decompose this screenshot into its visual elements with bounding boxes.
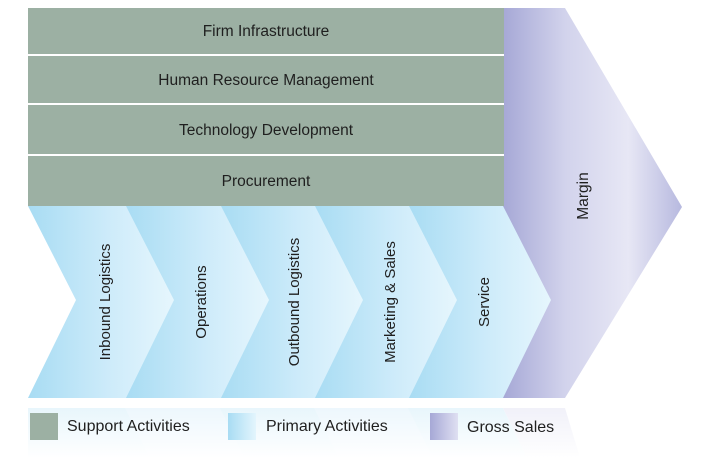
legend-swatch-primary — [228, 413, 256, 440]
margin-label: Margin — [575, 172, 592, 219]
support-activity-technology-development: Technology Development — [179, 122, 354, 139]
legend-label-primary: Primary Activities — [266, 418, 388, 435]
primary-chevron-marketing-sales — [314, 206, 457, 398]
primary-activity-operations: Operations — [193, 265, 210, 338]
primary-chevron-service — [408, 206, 551, 398]
support-activity-human-resource-management: Human Resource Management — [158, 72, 374, 89]
primary-activity-marketing-sales: Marketing & Sales — [382, 241, 399, 363]
support-activity-procurement: Procurement — [222, 173, 311, 190]
legend-label-support: Support Activities — [67, 418, 190, 435]
legend-label-gross-sales: Gross Sales — [467, 419, 554, 436]
primary-activity-outbound-logistics: Outbound Logistics — [286, 238, 303, 366]
primary-activity-service: Service — [476, 277, 493, 327]
primary-chevron-inbound-logistics — [28, 206, 174, 398]
primary-chevron-outbound-logistics — [220, 206, 363, 398]
support-activity-firm-infrastructure: Firm Infrastructure — [203, 23, 330, 40]
legend-swatch-support — [30, 413, 58, 440]
support-activities-block — [28, 8, 504, 206]
primary-chevron-operations — [125, 206, 269, 398]
primary-activity-inbound-logistics: Inbound Logistics — [97, 244, 114, 361]
legend-swatch-gross-sales — [430, 413, 458, 440]
reflection-fade — [0, 408, 704, 458]
